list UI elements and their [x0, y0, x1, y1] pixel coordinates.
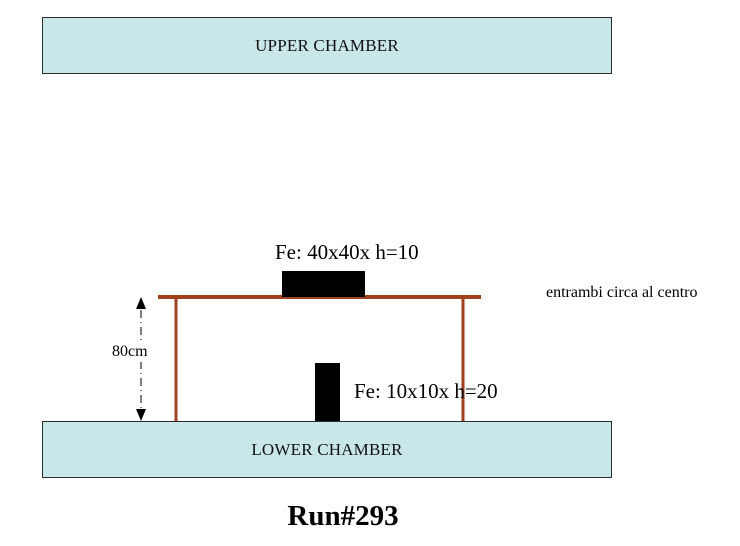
height-dimension-label: 80cm [112, 342, 148, 362]
position-note: entrambi circa al centro [546, 284, 698, 301]
lower-chamber-label: LOWER CHAMBER [251, 439, 403, 459]
height-dimension-arrow [136, 297, 146, 421]
iron-block-bottom [315, 363, 340, 421]
upper-chamber-label: UPPER CHAMBER [255, 35, 399, 55]
lower-chamber: LOWER CHAMBER [42, 421, 612, 478]
run-title: Run#293 [287, 500, 399, 532]
iron-block-bottom-label: Fe: 10x10x h=20 [354, 379, 498, 403]
iron-block-top [282, 271, 365, 297]
iron-block-top-label: Fe: 40x40x h=10 [275, 240, 419, 264]
upper-chamber: UPPER CHAMBER [42, 17, 612, 74]
